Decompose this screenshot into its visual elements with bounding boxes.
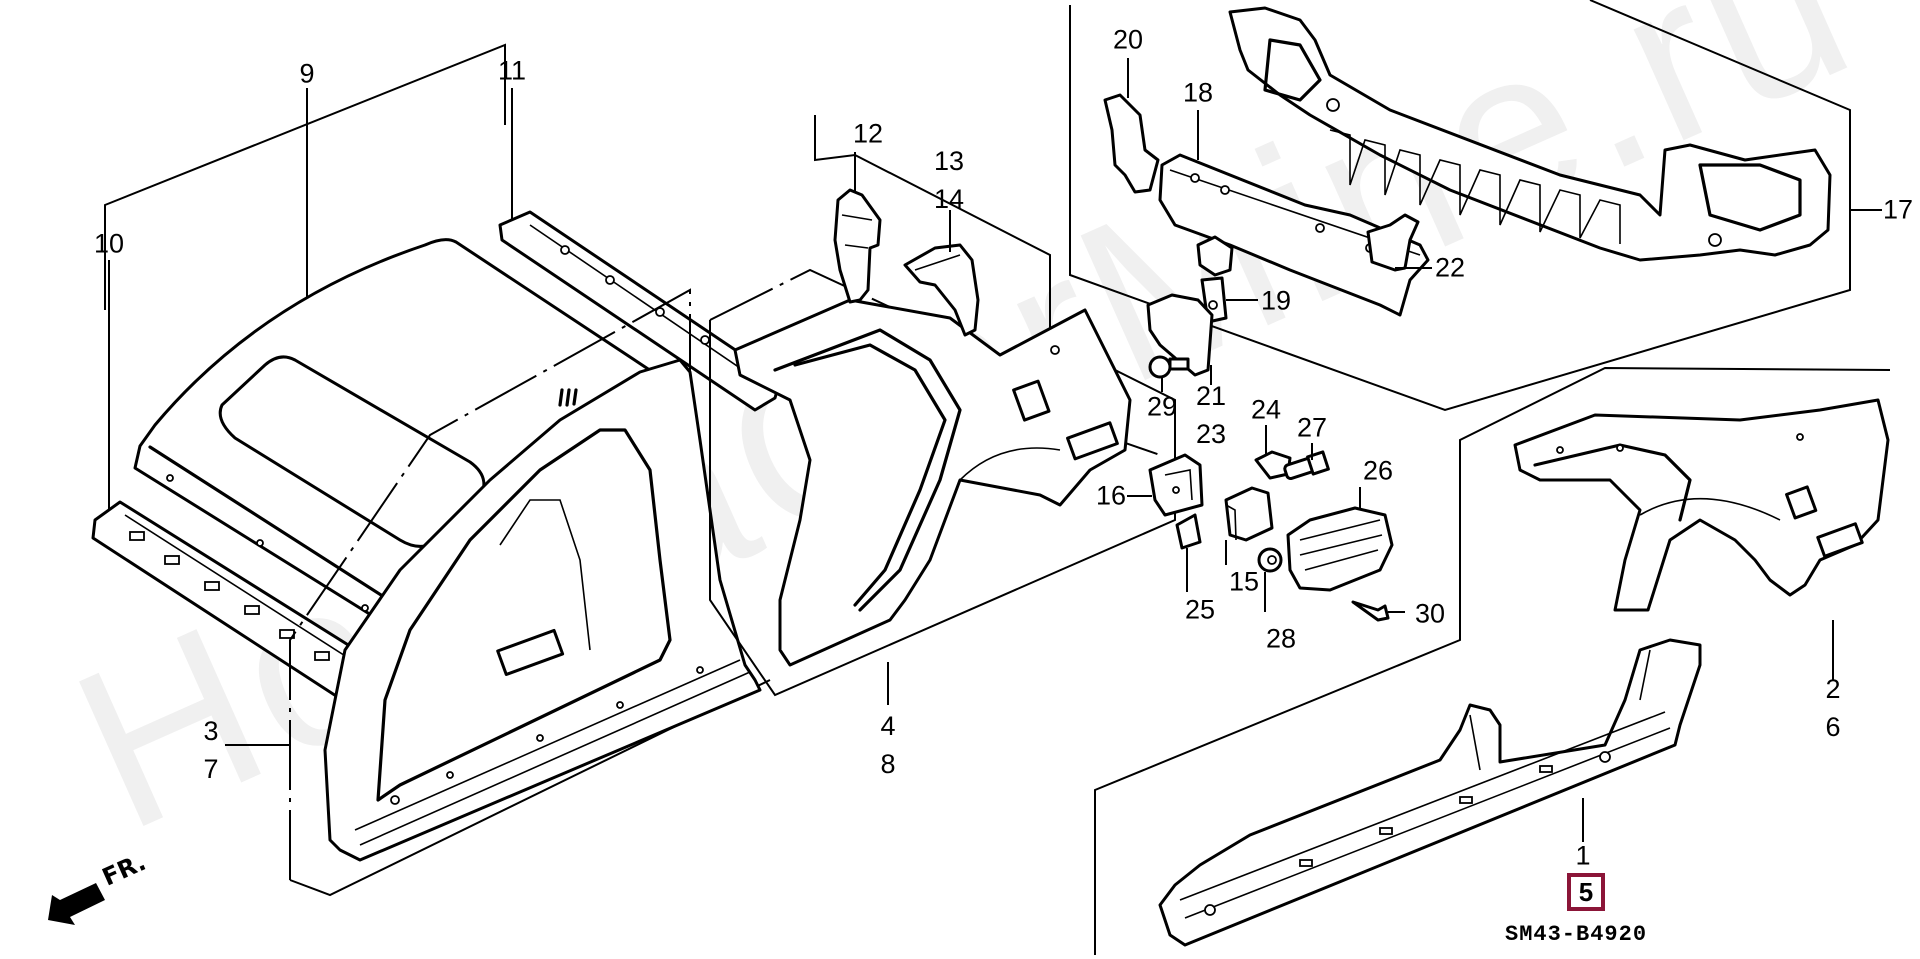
callout-21[interactable]: 21 xyxy=(1195,381,1227,411)
callout-2[interactable]: 2 xyxy=(1825,674,1841,704)
callout-3[interactable]: 3 xyxy=(203,716,219,746)
callout-group-4-8: 4 8 xyxy=(880,707,895,783)
callout-18[interactable]: 18 xyxy=(1182,77,1214,108)
callout-4[interactable]: 4 xyxy=(880,711,896,741)
callout-24[interactable]: 24 xyxy=(1250,394,1282,425)
callout-12[interactable]: 12 xyxy=(852,118,884,149)
part-16-clip xyxy=(1148,453,1204,517)
callout-11[interactable]: 11 xyxy=(497,55,527,86)
part-13-14-bracket xyxy=(903,243,980,337)
callout-group-21-23: 21 23 xyxy=(1196,377,1226,453)
callout-20[interactable]: 20 xyxy=(1112,24,1144,55)
callout-7[interactable]: 7 xyxy=(203,754,219,784)
callout-30[interactable]: 30 xyxy=(1414,598,1446,629)
part-17-rear-panel xyxy=(1228,6,1832,262)
callout-group-2-6: 2 6 xyxy=(1825,670,1840,746)
callout-15[interactable]: 15 xyxy=(1228,566,1260,597)
callout-23[interactable]: 23 xyxy=(1195,419,1227,449)
callout-5-highlighted[interactable]: 5 xyxy=(1567,873,1605,911)
roof-panel xyxy=(133,238,694,630)
callout-8[interactable]: 8 xyxy=(880,749,896,779)
callout-13[interactable]: 13 xyxy=(933,146,965,176)
drawing-code: SM43-B4920 xyxy=(1505,922,1648,947)
part-28-grommet xyxy=(1257,547,1283,573)
callout-25[interactable]: 25 xyxy=(1184,594,1216,625)
part-27-bolt xyxy=(1283,450,1330,480)
part-29-bolt xyxy=(1148,355,1190,379)
callout-27[interactable]: 27 xyxy=(1296,412,1328,443)
front-direction-arrow-icon xyxy=(48,883,105,925)
callout-19[interactable]: 19 xyxy=(1260,285,1292,316)
part-21-23-bracket xyxy=(1146,293,1214,377)
rear-outer-panel xyxy=(733,298,1132,667)
part-20-bracket xyxy=(1103,93,1160,194)
part-2-6-rear-quarter xyxy=(1513,398,1890,612)
callout-9[interactable]: 9 xyxy=(299,58,315,89)
part-30-screw xyxy=(1351,600,1390,622)
part-15-connector xyxy=(1224,486,1274,542)
roof-group-bracket xyxy=(104,43,513,515)
callout-1[interactable]: 1 xyxy=(1575,840,1591,871)
callout-14[interactable]: 14 xyxy=(933,184,965,214)
callout-29[interactable]: 29 xyxy=(1146,391,1178,422)
part-25-clip xyxy=(1175,513,1202,550)
callout-group-3-7: 3 7 xyxy=(203,712,218,788)
part-12-bracket xyxy=(833,188,882,304)
side-sill-frame xyxy=(1094,366,1891,955)
part-22-bracket xyxy=(1366,213,1420,272)
roof-rail-front xyxy=(91,500,387,707)
part-1-5-side-sill xyxy=(1158,638,1702,947)
rear-panel-frame xyxy=(1069,0,1851,412)
callout-22[interactable]: 22 xyxy=(1434,252,1466,283)
callout-16[interactable]: 16 xyxy=(1095,480,1127,511)
callout-group-13-14: 13 14 xyxy=(934,142,964,218)
callout-26[interactable]: 26 xyxy=(1362,455,1394,486)
callout-28[interactable]: 28 xyxy=(1265,623,1297,654)
front-outer-panel xyxy=(323,358,762,862)
callout-6[interactable]: 6 xyxy=(1825,712,1841,742)
callout-10[interactable]: 10 xyxy=(93,228,125,259)
part-26-bracket xyxy=(1286,506,1394,592)
callout-17[interactable]: 17 xyxy=(1882,194,1914,225)
